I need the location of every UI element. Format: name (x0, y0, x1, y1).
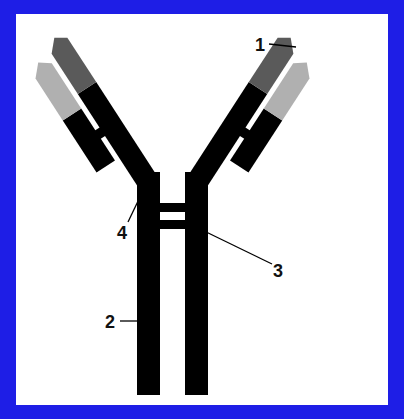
callout-number: 1 (255, 36, 265, 54)
callout-number: 2 (105, 313, 115, 331)
leader-line (128, 197, 140, 222)
leader-line (269, 44, 296, 47)
heavy-chain (185, 172, 208, 395)
callout-number: 4 (117, 224, 127, 242)
panel (16, 14, 388, 405)
leader-line (200, 229, 272, 264)
disulfide-bridge (160, 203, 185, 212)
disulfide-bridge (160, 220, 185, 229)
fab-arm (187, 32, 323, 205)
fab-arm (22, 32, 158, 205)
heavy-chain (137, 172, 160, 395)
leader-line (120, 320, 137, 321)
callout-number: 3 (273, 262, 283, 280)
